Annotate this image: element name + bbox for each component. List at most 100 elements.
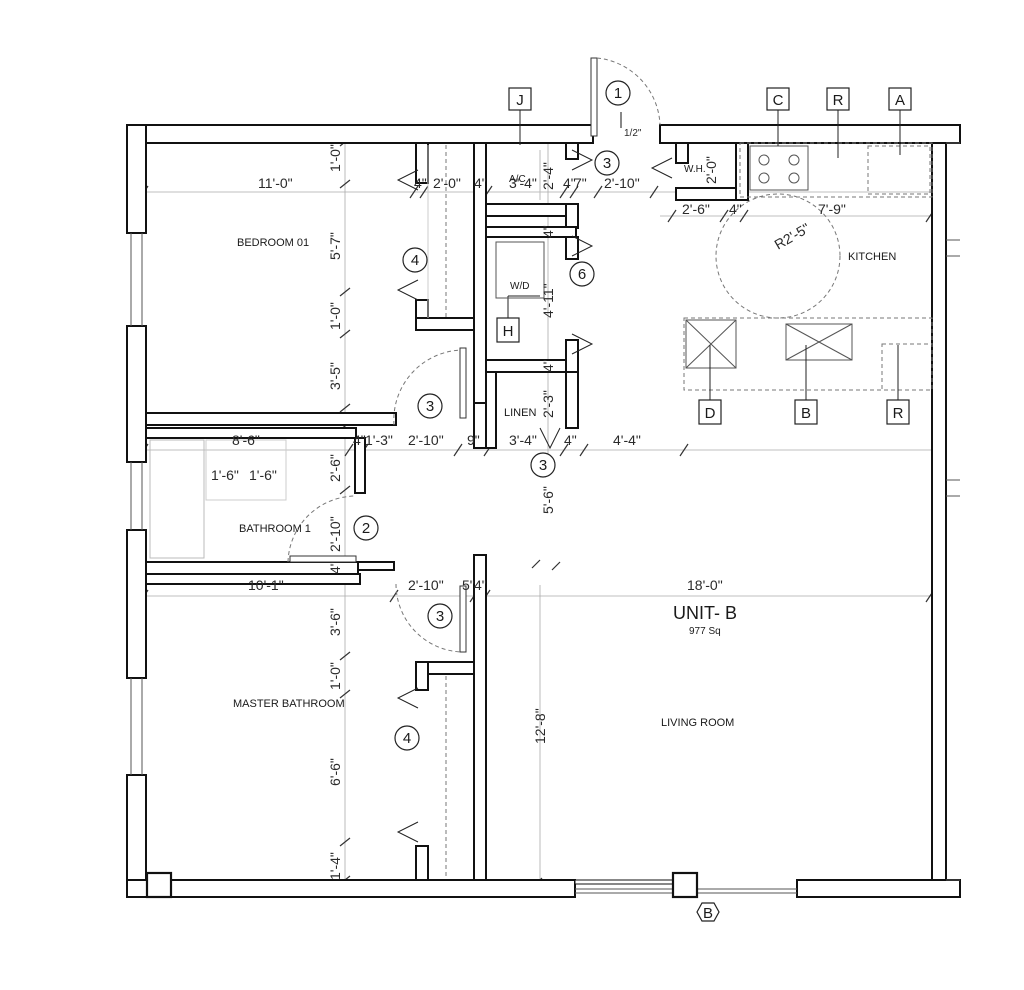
dim-k-4: 4" bbox=[729, 201, 742, 217]
dim-bed-mid-1: 1'-0" bbox=[327, 302, 343, 330]
door-tag-ac-closet: 3 bbox=[594, 150, 620, 176]
svg-text:3: 3 bbox=[426, 398, 434, 415]
dim-bath-2-6: 2'-6" bbox=[327, 454, 343, 482]
dim-bed-h-low: 3'-5" bbox=[327, 362, 343, 390]
dim-living-12-8: 12'-8" bbox=[532, 708, 548, 744]
dim-bath-8-6: 8'-6" bbox=[232, 432, 260, 448]
room-label-bathroom: BATHROOM 1 bbox=[239, 523, 311, 535]
dim-wh-2-0: 2'-0" bbox=[703, 156, 719, 184]
dim-living-18-0: 18'-0" bbox=[687, 577, 723, 593]
svg-text:R: R bbox=[833, 92, 844, 109]
svg-text:H: H bbox=[503, 323, 514, 340]
dim-mb-4: 4" bbox=[474, 577, 487, 593]
dim-bath-1-6a: 1'-6" bbox=[211, 467, 239, 483]
dim-linen-4b: 4" bbox=[564, 432, 577, 448]
dim-bath-9: 9" bbox=[467, 432, 480, 448]
tag-b-bottom: B bbox=[696, 902, 720, 922]
dim-bed-h-main: 5'-7" bbox=[327, 232, 343, 260]
svg-text:J: J bbox=[516, 92, 524, 109]
dim-k-2-6: 2'-6" bbox=[682, 201, 710, 217]
room-label-ac: A/C bbox=[509, 174, 526, 185]
svg-text:C: C bbox=[773, 92, 784, 109]
tag-r-kitchen: R bbox=[886, 399, 910, 425]
door-tag-wd-closet: 6 bbox=[569, 261, 595, 287]
svg-text:4: 4 bbox=[403, 730, 411, 747]
dim-wd-4: 4" bbox=[540, 225, 556, 238]
svg-text:3: 3 bbox=[539, 457, 547, 474]
svg-text:4: 4 bbox=[411, 252, 419, 269]
dim-bath-1-3: 1'-3" bbox=[365, 432, 393, 448]
tag-h: H bbox=[496, 317, 520, 343]
room-label-living-room: LIVING ROOM bbox=[661, 717, 734, 729]
dim-entry-half: 1/2" bbox=[624, 128, 642, 139]
svg-text:R: R bbox=[893, 405, 904, 422]
dim-bath-4: 4" bbox=[353, 432, 366, 448]
dim-mb-10-1: 10'-1" bbox=[248, 577, 284, 593]
room-label-master-bathroom: MASTER BATHROOM bbox=[233, 698, 345, 710]
dim-closet-4b: 4" bbox=[474, 175, 487, 191]
svg-text:3: 3 bbox=[603, 155, 611, 172]
room-label-kitchen: KITCHEN bbox=[848, 251, 896, 263]
door-tag-bedroom-closet: 4 bbox=[402, 247, 428, 273]
tag-b-kitchen: B bbox=[794, 399, 818, 425]
dim-bath-2-10: 2'-10" bbox=[327, 516, 343, 552]
room-label-linen: LINEN bbox=[504, 407, 536, 419]
dim-k-radius: R2'-5" bbox=[772, 220, 813, 253]
tag-j: J bbox=[508, 87, 532, 111]
dim-mb-1-0: 1'-0" bbox=[327, 662, 343, 690]
closet-shelves bbox=[427, 145, 447, 878]
svg-text:3: 3 bbox=[436, 608, 444, 625]
unit-area: 977 Sq bbox=[689, 626, 721, 637]
dim-ac-width: 3'-4" bbox=[509, 175, 537, 191]
dim-mb-6-6: 6'-6" bbox=[327, 758, 343, 786]
dimension-ticks bbox=[139, 137, 935, 887]
dim-hall-5-6: 5'-6" bbox=[540, 486, 556, 514]
dim-mb-3-6: 3'-6" bbox=[327, 608, 343, 636]
room-label-wd: W/D bbox=[510, 281, 529, 292]
svg-text:A: A bbox=[895, 92, 905, 109]
tag-r-top: R bbox=[826, 87, 850, 111]
svg-text:B: B bbox=[801, 405, 811, 422]
dim-mb-1-4: 1'-4" bbox=[327, 852, 343, 880]
dim-ac-2-4: 2'-4" bbox=[540, 162, 556, 190]
tag-d: D bbox=[698, 399, 722, 425]
door-tag-linen: 3 bbox=[530, 452, 556, 478]
unit-name: UNIT- B bbox=[673, 603, 737, 623]
dim-closet-4a: 4" bbox=[414, 175, 427, 191]
door-tag-master-closet: 4 bbox=[394, 725, 420, 751]
dim-ac-4: 4" bbox=[563, 175, 576, 191]
door-tag-bedroom: 3 bbox=[417, 393, 443, 419]
dim-hall-4-4: 4'-4" bbox=[613, 432, 641, 448]
dim-linen-2-3: 2'-3" bbox=[540, 390, 556, 418]
dim-bedroom-width: 11'-0" bbox=[258, 175, 293, 191]
dim-bath-1-6b: 1'-6" bbox=[249, 467, 277, 483]
svg-text:D: D bbox=[705, 405, 716, 422]
door-tag-entry: 1 bbox=[605, 80, 631, 106]
dim-bath-door-2-10: 2'-10" bbox=[408, 432, 444, 448]
room-label-wh: W.H. bbox=[684, 164, 706, 175]
walls bbox=[126, 124, 961, 899]
tag-c: C bbox=[766, 87, 790, 111]
dim-closet-2-0: 2'-0" bbox=[433, 175, 461, 191]
dim-hall-2-10: 2'-10" bbox=[604, 175, 640, 191]
door-swings bbox=[287, 149, 673, 843]
svg-text:6: 6 bbox=[578, 266, 586, 283]
tag-a: A bbox=[888, 87, 912, 111]
dim-k-7-9: 7'-9" bbox=[818, 201, 846, 217]
dim-linen-4: 4" bbox=[540, 359, 556, 372]
room-label-bedroom: BEDROOM 01 bbox=[237, 237, 309, 249]
door-tag-bathroom: 2 bbox=[353, 515, 379, 541]
dim-mb-5: 5" bbox=[462, 577, 475, 593]
svg-text:1: 1 bbox=[614, 85, 622, 102]
entry-door[interactable] bbox=[590, 57, 661, 137]
dim-ac-7: 7" bbox=[574, 175, 587, 191]
kitchen-fixtures bbox=[149, 110, 933, 559]
dimension-lines bbox=[130, 140, 945, 890]
dim-bath-4b: 4" bbox=[327, 561, 343, 574]
dim-mb-door-2-10: 2'-10" bbox=[408, 577, 444, 593]
svg-text:2: 2 bbox=[362, 520, 370, 537]
dim-linen-3-4: 3'-4" bbox=[509, 432, 537, 448]
dim-bed-top-1: 1'-0" bbox=[327, 144, 343, 172]
svg-text:B: B bbox=[703, 905, 713, 922]
